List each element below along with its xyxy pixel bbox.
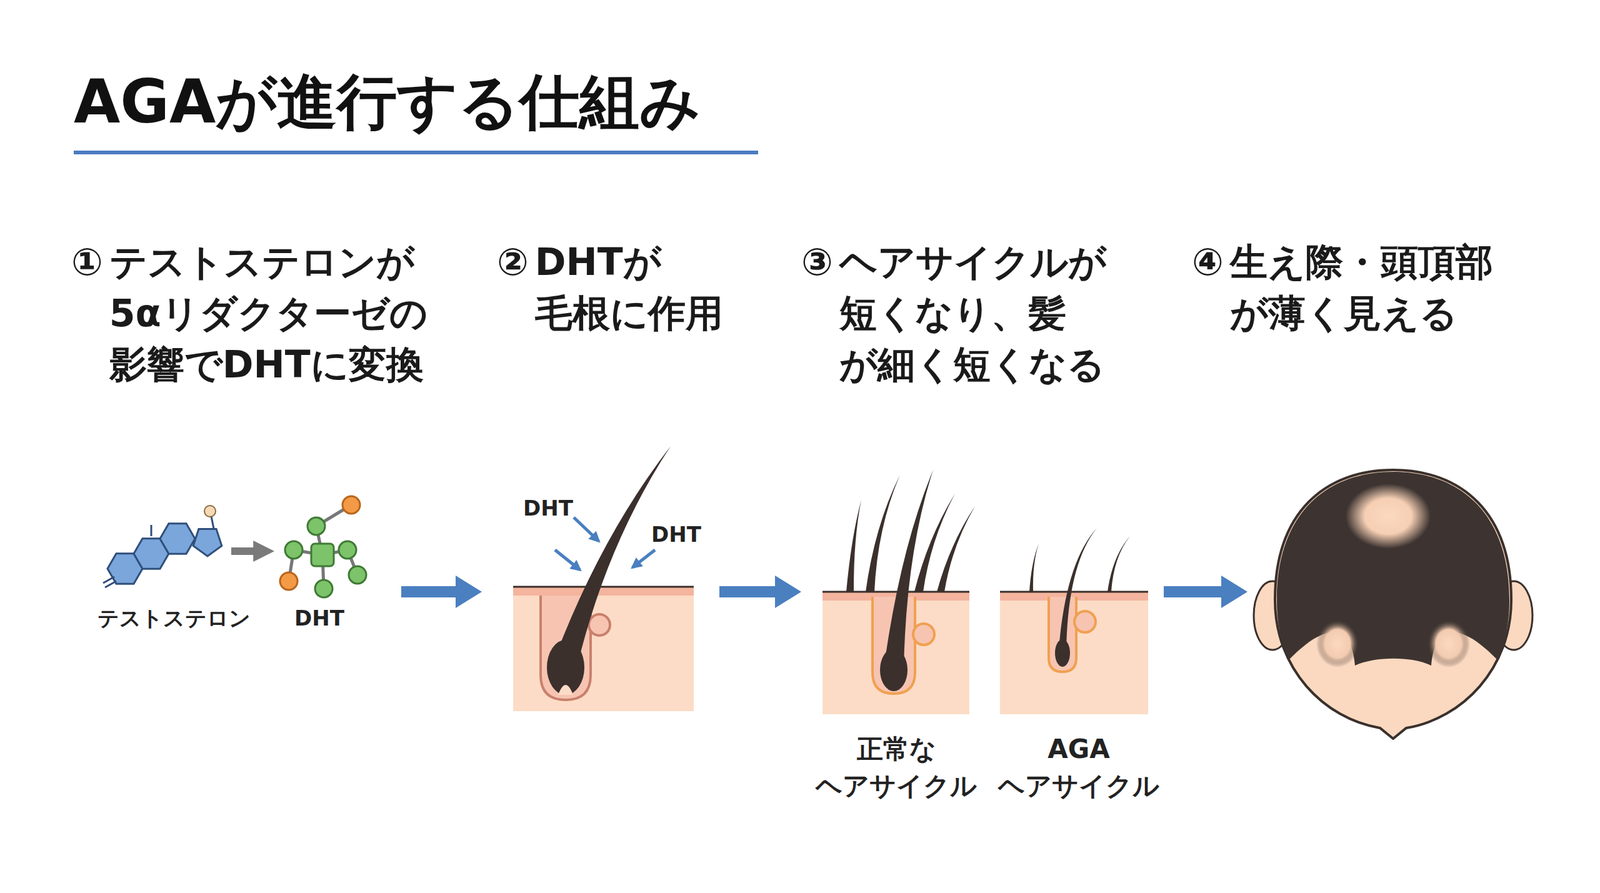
skin-line (513, 586, 694, 589)
hair-strand (1107, 536, 1130, 592)
sebaceous-gland (588, 614, 610, 636)
step-box: ②DHTが 毛根に作用 (481, 236, 720, 724)
hair-strand (914, 493, 955, 592)
step-text: DHTが 毛根に作用 (535, 236, 724, 339)
atom (315, 580, 333, 598)
step-heading: ③ヘアサイクルが 短くなり、髪 が細く短くなる (801, 236, 1164, 390)
step-text: ヘアサイクルが 短くなり、髪 が細く短くなる (839, 236, 1164, 390)
dht-arrow (573, 517, 599, 542)
title: AGAが進行する仕組み (73, 67, 701, 137)
step-heading: ②DHTが 毛根に作用 (496, 236, 720, 339)
hair-strand (936, 506, 975, 592)
steroid-ring (193, 529, 222, 557)
dht-arrow (555, 550, 580, 570)
hair-bulb (880, 648, 908, 692)
step-heading: ④生え際・頭頂部 が薄く見える (1191, 236, 1560, 339)
illustration-label: テストステロン (80, 603, 268, 634)
hair-strand (553, 446, 671, 663)
flow-arrow (1163, 575, 1248, 609)
hair-strand (865, 475, 900, 592)
bald-crown (1345, 483, 1431, 549)
atom (338, 541, 357, 559)
hair-bulb (1055, 639, 1070, 667)
illustration-label: 正常な ヘアサイクル (808, 731, 984, 805)
title-underline (73, 150, 759, 155)
head-top-view (1253, 470, 1533, 739)
conversion-arrow (231, 547, 258, 555)
atom (311, 543, 334, 567)
skin-surface (513, 586, 694, 596)
step-text: 生え際・頭頂部 が薄く見える (1230, 236, 1555, 339)
atom (204, 505, 216, 517)
callout-number: ① (71, 236, 104, 288)
skin-block (1000, 591, 1149, 715)
receding-temple (1316, 620, 1359, 668)
head-outline (1275, 470, 1512, 739)
atom (307, 517, 325, 535)
hair-region (1276, 471, 1510, 666)
receding-temple (1427, 620, 1470, 668)
step-box: ④生え際・頭頂部 が薄く見える (1247, 236, 1560, 724)
molecule-group (103, 496, 367, 598)
illustration-label: DHT (510, 493, 586, 524)
hair-strand (846, 500, 862, 592)
illustration-label: DHT (281, 603, 357, 634)
callout-number: ④ (1191, 236, 1224, 288)
hair-strand (1029, 543, 1039, 592)
atom (348, 566, 367, 584)
sebaceous-gland (913, 623, 935, 645)
step-heading: ①テストステロンが 5αリダクターゼの 影響でDHTに変換 (71, 236, 402, 390)
skin-line (1000, 591, 1149, 594)
step-text: テストステロンが 5αリダクターゼの 影響でDHTに変換 (109, 236, 428, 390)
bond (150, 525, 153, 537)
atom (342, 496, 360, 514)
atom (285, 541, 303, 559)
callout-number: ② (496, 236, 529, 288)
step-box: ③ヘアサイクルが 短くなり、髪 が細く短くなる (801, 236, 1164, 724)
skin-block (513, 586, 694, 712)
flow-arrow (401, 575, 482, 609)
dermal-papilla (558, 685, 574, 695)
illustration-label: AGA ヘアサイクル (991, 731, 1167, 805)
flow-arrow (719, 575, 802, 609)
illustration-label: DHT (638, 520, 714, 550)
hair-bulb (546, 640, 585, 695)
hair-strand (1058, 528, 1097, 650)
callout-number: ③ (801, 236, 834, 288)
atom (280, 572, 298, 590)
sebaceous-gland (1074, 611, 1096, 633)
bond (103, 576, 115, 584)
bond (211, 516, 214, 529)
step-box: ①テストステロンが 5αリダクターゼの 影響でDHTに変換 (62, 236, 402, 724)
steroid-ring (160, 523, 195, 554)
dht-arrow (632, 550, 655, 568)
skin-line (822, 591, 970, 594)
